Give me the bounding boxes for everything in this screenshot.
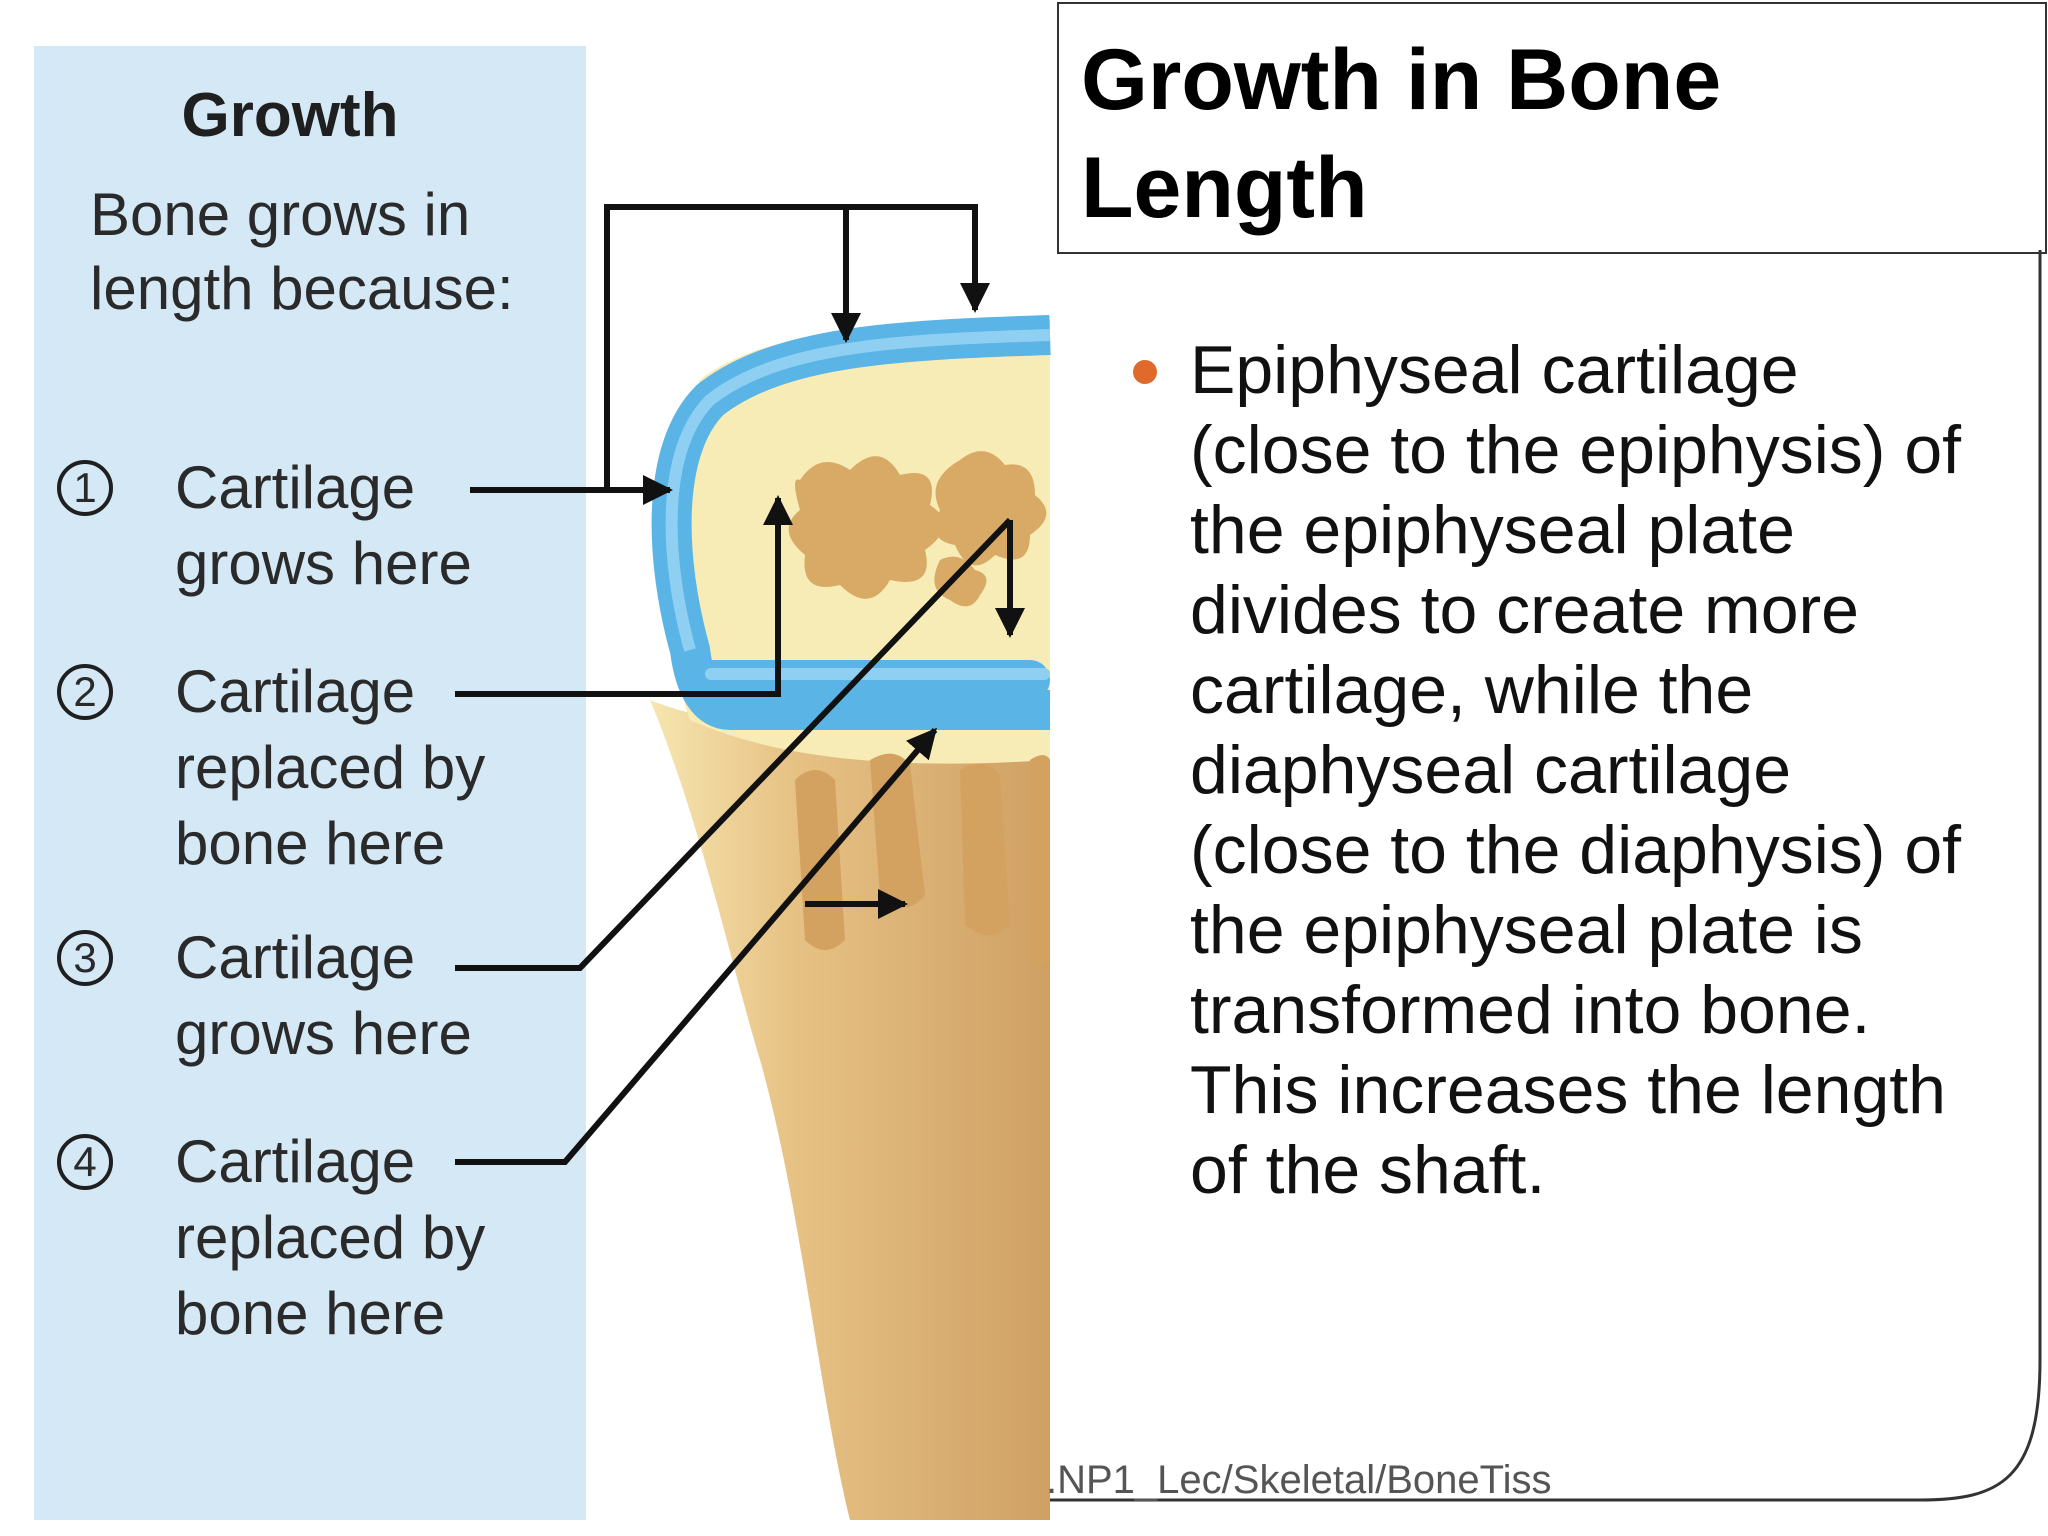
spongy-bone-epiphysis (788, 451, 1047, 607)
leader-line-2 (455, 495, 793, 697)
slide-title: Growth in Bone Length (1081, 32, 1722, 236)
leader-line-4 (455, 727, 938, 1165)
step-number-4: 4 (57, 1134, 113, 1190)
step-number-1: 1 (57, 460, 113, 516)
slide-title-box: Growth in Bone Length (1057, 2, 2047, 254)
bullet-text: Epiphyseal cartilage (close to the epiph… (1190, 332, 1962, 1208)
step-number-3: 3 (57, 930, 113, 986)
legend-panel (34, 46, 586, 1520)
footer-path: .NP1_Lec/Skeletal/BoneTiss (1046, 1458, 1552, 1502)
bracket-line (604, 204, 990, 490)
bullet-dot (1133, 360, 1157, 384)
step-label-3: Cartilage grows here (175, 924, 472, 1067)
step-label-1: Cartilage grows here (175, 454, 472, 597)
bone-shaft (650, 700, 1050, 1520)
step-number-2: 2 (57, 664, 113, 720)
leader-line-3 (455, 517, 1013, 971)
bone-growth-diagram (34, 46, 1051, 1520)
panel-intro: Bone grows in length because: (90, 181, 514, 322)
slide-border-curve (1050, 250, 2042, 1502)
step-label-2: Cartilage replaced by bone here (175, 658, 486, 877)
panel-title: Growth (181, 81, 399, 150)
step-label-4: Cartilage replaced by bone here (175, 1128, 486, 1347)
